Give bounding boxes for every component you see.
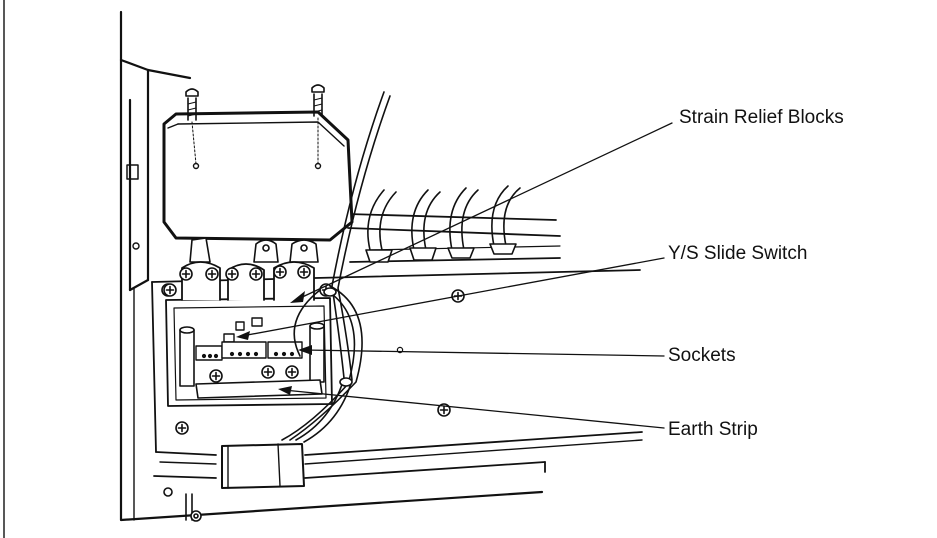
label-sockets: Sockets [668, 345, 736, 366]
base-plate [151, 269, 643, 479]
arrow-strain-relief-blocks [290, 291, 305, 303]
chassis-hole [132, 242, 140, 250]
cable-bundle [281, 91, 391, 443]
leader-strain-relief-blocks [295, 122, 673, 301]
label-earth-strip: Earth Strip [668, 419, 758, 440]
leader-ys-slide-switch [241, 257, 665, 337]
cable-clamp [221, 443, 305, 489]
cover-screw-left [185, 88, 199, 165]
label-ys-slide-switch: Y/S Slide Switch [668, 243, 808, 264]
chassis-slot [126, 164, 139, 180]
bottom-fixings [163, 487, 202, 522]
plate-hole [396, 346, 404, 354]
leader-sockets [303, 349, 665, 357]
cable-grommets [365, 185, 521, 263]
standoff-posts [179, 322, 325, 387]
label-strain-relief-blocks: Strain Relief Blocks [679, 107, 844, 128]
terminal-box-cover [162, 110, 354, 242]
arrow-sockets [298, 345, 312, 355]
cover-mounting-tabs [189, 237, 319, 263]
arrow-ys-slide-switch [236, 331, 250, 340]
callout-leaders [241, 122, 673, 429]
chassis-frame [119, 10, 544, 522]
callout-arrowheads [236, 291, 312, 395]
circuit-board [195, 317, 303, 361]
arrow-earth-strip [278, 386, 292, 395]
cover-screw-right [311, 84, 325, 165]
leader-earth-strip [283, 389, 665, 429]
